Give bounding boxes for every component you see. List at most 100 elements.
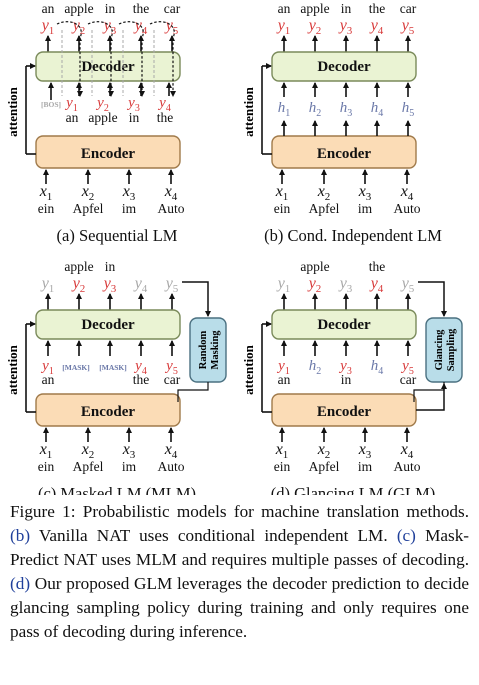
source-token: x2 <box>81 441 95 461</box>
decoder-input-word: the <box>157 110 174 125</box>
target-word: car <box>400 1 417 16</box>
source-token: x2 <box>317 441 331 461</box>
side-box-feed <box>177 382 209 402</box>
source-word: ein <box>274 201 291 216</box>
bos-token: [BOS] <box>41 100 61 109</box>
panel-caption: (d) Glancing LM (GLM) <box>271 484 436 495</box>
encoder-box <box>35 393 181 427</box>
attention-label: attention <box>241 86 256 137</box>
source-token: x4 <box>400 183 414 203</box>
side-box-feed <box>413 382 445 402</box>
target-word: apple <box>64 259 93 274</box>
attention-label: attention <box>5 344 20 395</box>
output-token: y2 <box>71 17 86 37</box>
encoder-label: Encoder <box>81 146 136 162</box>
source-token: x2 <box>81 183 95 203</box>
target-word: in <box>105 1 116 16</box>
ref-b: (b) <box>10 526 31 545</box>
decoder-input-token: y5 <box>164 358 178 377</box>
target-word: the <box>369 259 386 274</box>
source-token: x2 <box>317 183 331 203</box>
source-word: Apfel <box>73 201 104 216</box>
target-word: apple <box>300 1 329 16</box>
source-word: Auto <box>394 201 421 216</box>
decoder-label: Decoder <box>317 59 371 75</box>
source-token: x1 <box>275 183 289 203</box>
source-token: x3 <box>358 441 372 461</box>
decoder-input-word: an <box>278 372 291 387</box>
figure-label: Figure 1: <box>10 502 76 521</box>
ref-d: (d) <box>10 574 31 593</box>
source-token: x3 <box>122 441 136 461</box>
decoder-input-word: the <box>133 372 150 387</box>
output-token: y2 <box>307 17 322 37</box>
decoder-input-word: in <box>129 110 140 125</box>
output-token: y4 <box>369 17 384 37</box>
source-token: x3 <box>358 183 372 203</box>
source-word: Auto <box>158 459 185 474</box>
output-token: y3 <box>102 275 117 295</box>
to-side-box-arrow <box>182 281 211 317</box>
output-token: y4 <box>369 275 384 295</box>
mask-token: [MASK] <box>62 363 90 372</box>
decoder-box <box>35 309 181 340</box>
hidden-state: h2 <box>309 100 322 119</box>
decoder-label: Decoder <box>81 317 135 333</box>
decoder-input-token: y3 <box>126 95 140 114</box>
ref-c: (c) <box>396 526 416 545</box>
decoder-box <box>271 309 417 340</box>
output-token: y2 <box>307 275 322 295</box>
source-word: ein <box>38 459 55 474</box>
output-token: y1 <box>40 275 55 295</box>
decoder-input-token: y4 <box>157 95 171 114</box>
decoder-box <box>271 51 417 82</box>
mask-token: [MASK] <box>99 363 127 372</box>
encoder-box <box>271 135 417 169</box>
output-token: y5 <box>164 275 179 295</box>
encoder-box <box>35 135 181 169</box>
encoder-label: Encoder <box>317 146 372 162</box>
source-word: ein <box>38 201 55 216</box>
target-word: apple <box>64 1 93 16</box>
source-word: im <box>122 201 137 216</box>
panel-caption: (c) Masked LM (MLM) <box>38 484 196 495</box>
decoder-input-word: in <box>341 372 352 387</box>
panel-caption: (a) Sequential LM <box>57 226 178 245</box>
hidden-state: h4 <box>371 100 384 119</box>
output-token: y3 <box>102 17 117 37</box>
source-token: x4 <box>164 183 178 203</box>
output-token: y4 <box>133 17 148 37</box>
target-word: an <box>42 1 55 16</box>
panel-caption: (b) Cond. Independent LM <box>264 226 442 245</box>
source-token: x4 <box>164 441 178 461</box>
source-token: x1 <box>39 441 53 461</box>
target-word: the <box>133 1 150 16</box>
decoder-input-word: car <box>164 372 181 387</box>
source-word: Auto <box>394 459 421 474</box>
hidden-state: h1 <box>278 100 291 119</box>
decoder-input-token: y1 <box>276 358 290 377</box>
source-word: ein <box>274 459 291 474</box>
decoder-input-token: y2 <box>95 95 109 114</box>
source-word: Apfel <box>73 459 104 474</box>
decoder-input-token: y3 <box>338 358 352 377</box>
decoder-input-token: h2 <box>309 358 322 377</box>
source-word: im <box>358 201 373 216</box>
to-side-box-arrow <box>418 281 447 317</box>
hidden-state: h3 <box>340 100 353 119</box>
side-box-label: GlancingSampling <box>434 328 457 371</box>
decoder-box <box>35 51 181 82</box>
output-token: y1 <box>276 275 291 295</box>
encoder-label: Encoder <box>317 404 372 420</box>
output-token: y4 <box>133 275 148 295</box>
target-word: in <box>341 1 352 16</box>
decoder-input-word: apple <box>88 110 117 125</box>
hidden-state: h5 <box>402 100 415 119</box>
output-token: y1 <box>276 17 291 37</box>
decoder-label: Decoder <box>317 317 371 333</box>
